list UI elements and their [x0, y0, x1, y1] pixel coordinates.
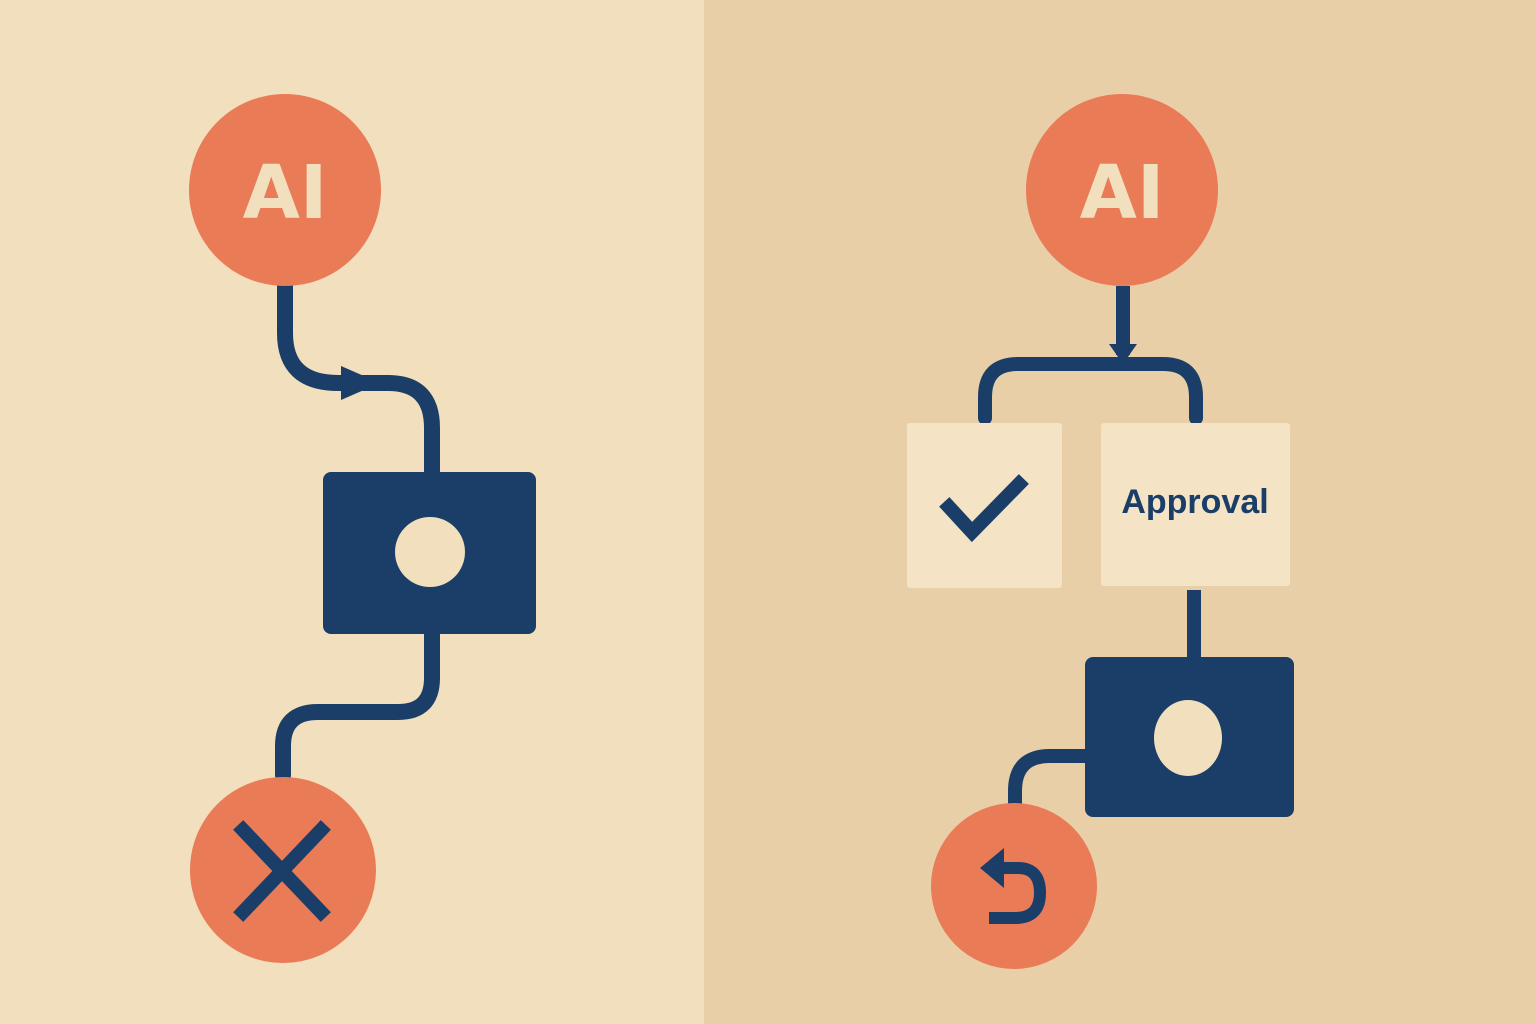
- approval-box: [1101, 423, 1290, 586]
- ai-node-label: AI: [1080, 150, 1165, 236]
- right-connector-box-to-undo: [1008, 749, 1092, 813]
- check-icon: [939, 474, 1029, 543]
- approval-label: Approval: [1121, 483, 1268, 521]
- ai-node: [189, 94, 381, 286]
- undo-icon: [980, 848, 1046, 924]
- ai-node-label: AI: [243, 150, 328, 236]
- left-arrowhead: [341, 366, 380, 400]
- close-icon: [233, 820, 331, 922]
- left-connector-box-to-end: [275, 626, 440, 783]
- left-connector-ai-to-box: [277, 278, 440, 480]
- right-panel: AI Approval: [907, 94, 1294, 969]
- end-node: [931, 803, 1097, 969]
- camera-lens-icon: [1154, 700, 1222, 776]
- check-box: [907, 423, 1062, 588]
- camera-lens-icon: [395, 517, 465, 587]
- left-panel: AI: [189, 94, 536, 963]
- ai-node: [1026, 94, 1218, 286]
- right-connector-branch: [978, 357, 1203, 425]
- right-arrowhead: [1109, 344, 1137, 364]
